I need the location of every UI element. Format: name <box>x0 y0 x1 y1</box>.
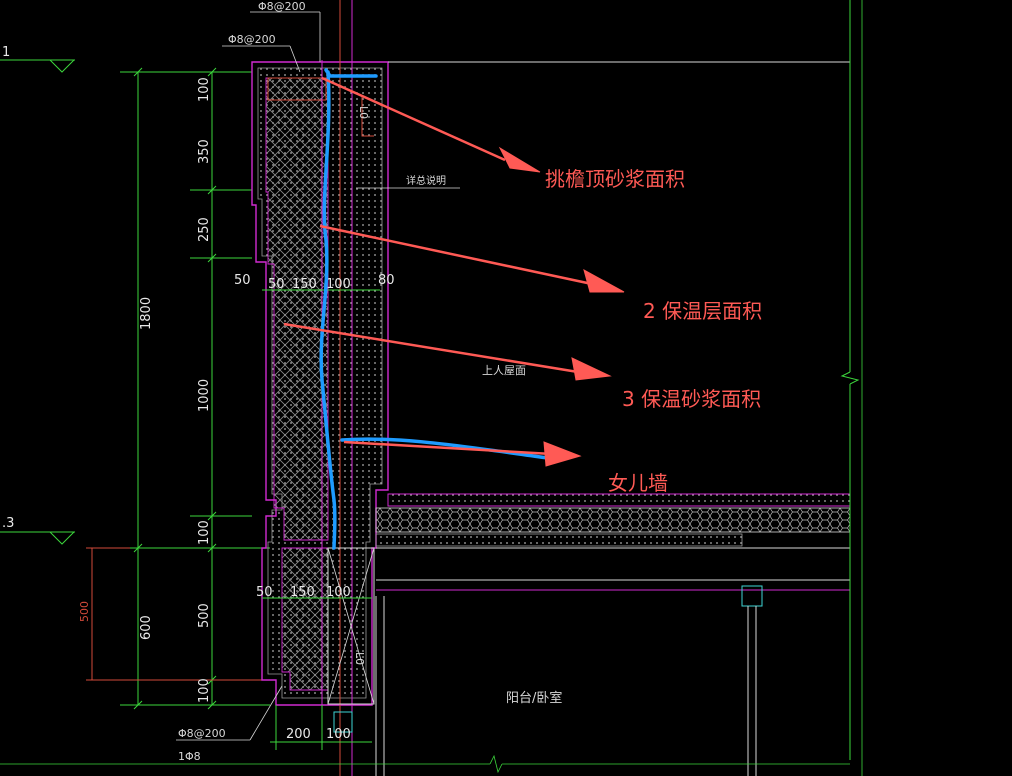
dim-h2-150: 150 <box>290 585 315 600</box>
annotation-arrows <box>283 76 625 467</box>
arrow-head-3 <box>571 357 612 381</box>
dim-600: 600 <box>139 615 154 640</box>
dim-h2-50: 50 <box>256 585 273 600</box>
room-label: 阳台/卧室 <box>506 690 562 706</box>
arrow-line-4 <box>343 440 553 456</box>
dim-h3-100: 100 <box>326 727 351 742</box>
dim-seg-500: 500 <box>197 603 212 628</box>
dim-h2-100: 100 <box>326 585 351 600</box>
arrow-line-2 <box>319 224 593 286</box>
dim-h1-50: 50 <box>268 277 285 292</box>
callout-insulation-layer: 2 保温层面积 <box>643 299 762 323</box>
vertical-dimension-chain <box>120 67 270 710</box>
lintel-box <box>327 547 375 705</box>
dim-seg-250: 250 <box>197 217 212 242</box>
callout-overhang-top-mortar: 挑檐顶砂浆面积 <box>545 167 685 191</box>
sketch-bottom-stroke <box>340 437 550 460</box>
level-label-top: 1 <box>2 45 10 60</box>
horizontal-dimensions <box>262 289 380 750</box>
arrow-line-3 <box>283 322 579 374</box>
wall-section: L0 L0 <box>251 0 389 776</box>
rebar-label-top-2: Φ8@200 <box>228 33 276 46</box>
insulation-upper <box>265 77 329 541</box>
blue-sketch <box>319 68 550 550</box>
dim-h3-200: 200 <box>286 727 311 742</box>
callout-insulation-mortar: 3 保温砂浆面积 <box>622 387 761 411</box>
right-structure <box>0 0 863 776</box>
insulation-lower <box>281 547 329 691</box>
arrow-line-1 <box>321 76 506 162</box>
dim-h1-150: 150 <box>292 277 317 292</box>
roof-label: 上人屋面 <box>482 364 526 377</box>
dim-1800: 1800 <box>139 297 154 330</box>
dim-seg-100-top: 100 <box>197 77 212 102</box>
roof-bottom-layer <box>375 533 743 547</box>
dim-h1-right-80: 80 <box>378 273 395 288</box>
l0-label-top: L0 <box>357 106 370 119</box>
roof-insulation-layer <box>375 507 851 533</box>
level-marker-top: 1 <box>0 45 76 73</box>
window-frame-top <box>741 585 763 607</box>
roof-slab <box>375 493 851 591</box>
l0-label-bottom: L0 <box>353 652 366 665</box>
detail-note: 详总说明 <box>406 174 446 187</box>
arrow-head-2 <box>583 268 625 293</box>
dim-seg-350: 350 <box>197 139 212 164</box>
arrow-head-1 <box>498 146 541 173</box>
rebar-label-bottom-1: Φ8@200 <box>178 727 226 740</box>
dim-h1-left-50: 50 <box>234 273 251 288</box>
level-marker-bottom: .3 <box>0 516 76 545</box>
rebar-label-top-1: Φ8@200 <box>258 0 306 13</box>
red-dimension-500 <box>86 547 270 681</box>
top-red-frame <box>267 77 327 101</box>
arrow-head-4 <box>543 441 582 467</box>
sketch-vertical-stroke <box>319 70 337 550</box>
rebar-label-bottom-2: 1Φ8 <box>178 750 201 763</box>
window-frame-bottom <box>333 711 353 733</box>
dim-seg-1000: 1000 <box>197 379 212 412</box>
dim-seg-100-bottom: 100 <box>197 678 212 703</box>
roof-top-layer <box>387 493 851 507</box>
dim-h1-100: 100 <box>326 277 351 292</box>
level-label-bottom: .3 <box>2 516 14 531</box>
dim-red-500: 500 <box>78 601 91 622</box>
dim-seg-100-mid: 100 <box>197 520 212 545</box>
callout-parapet: 女儿墙 <box>608 471 668 495</box>
